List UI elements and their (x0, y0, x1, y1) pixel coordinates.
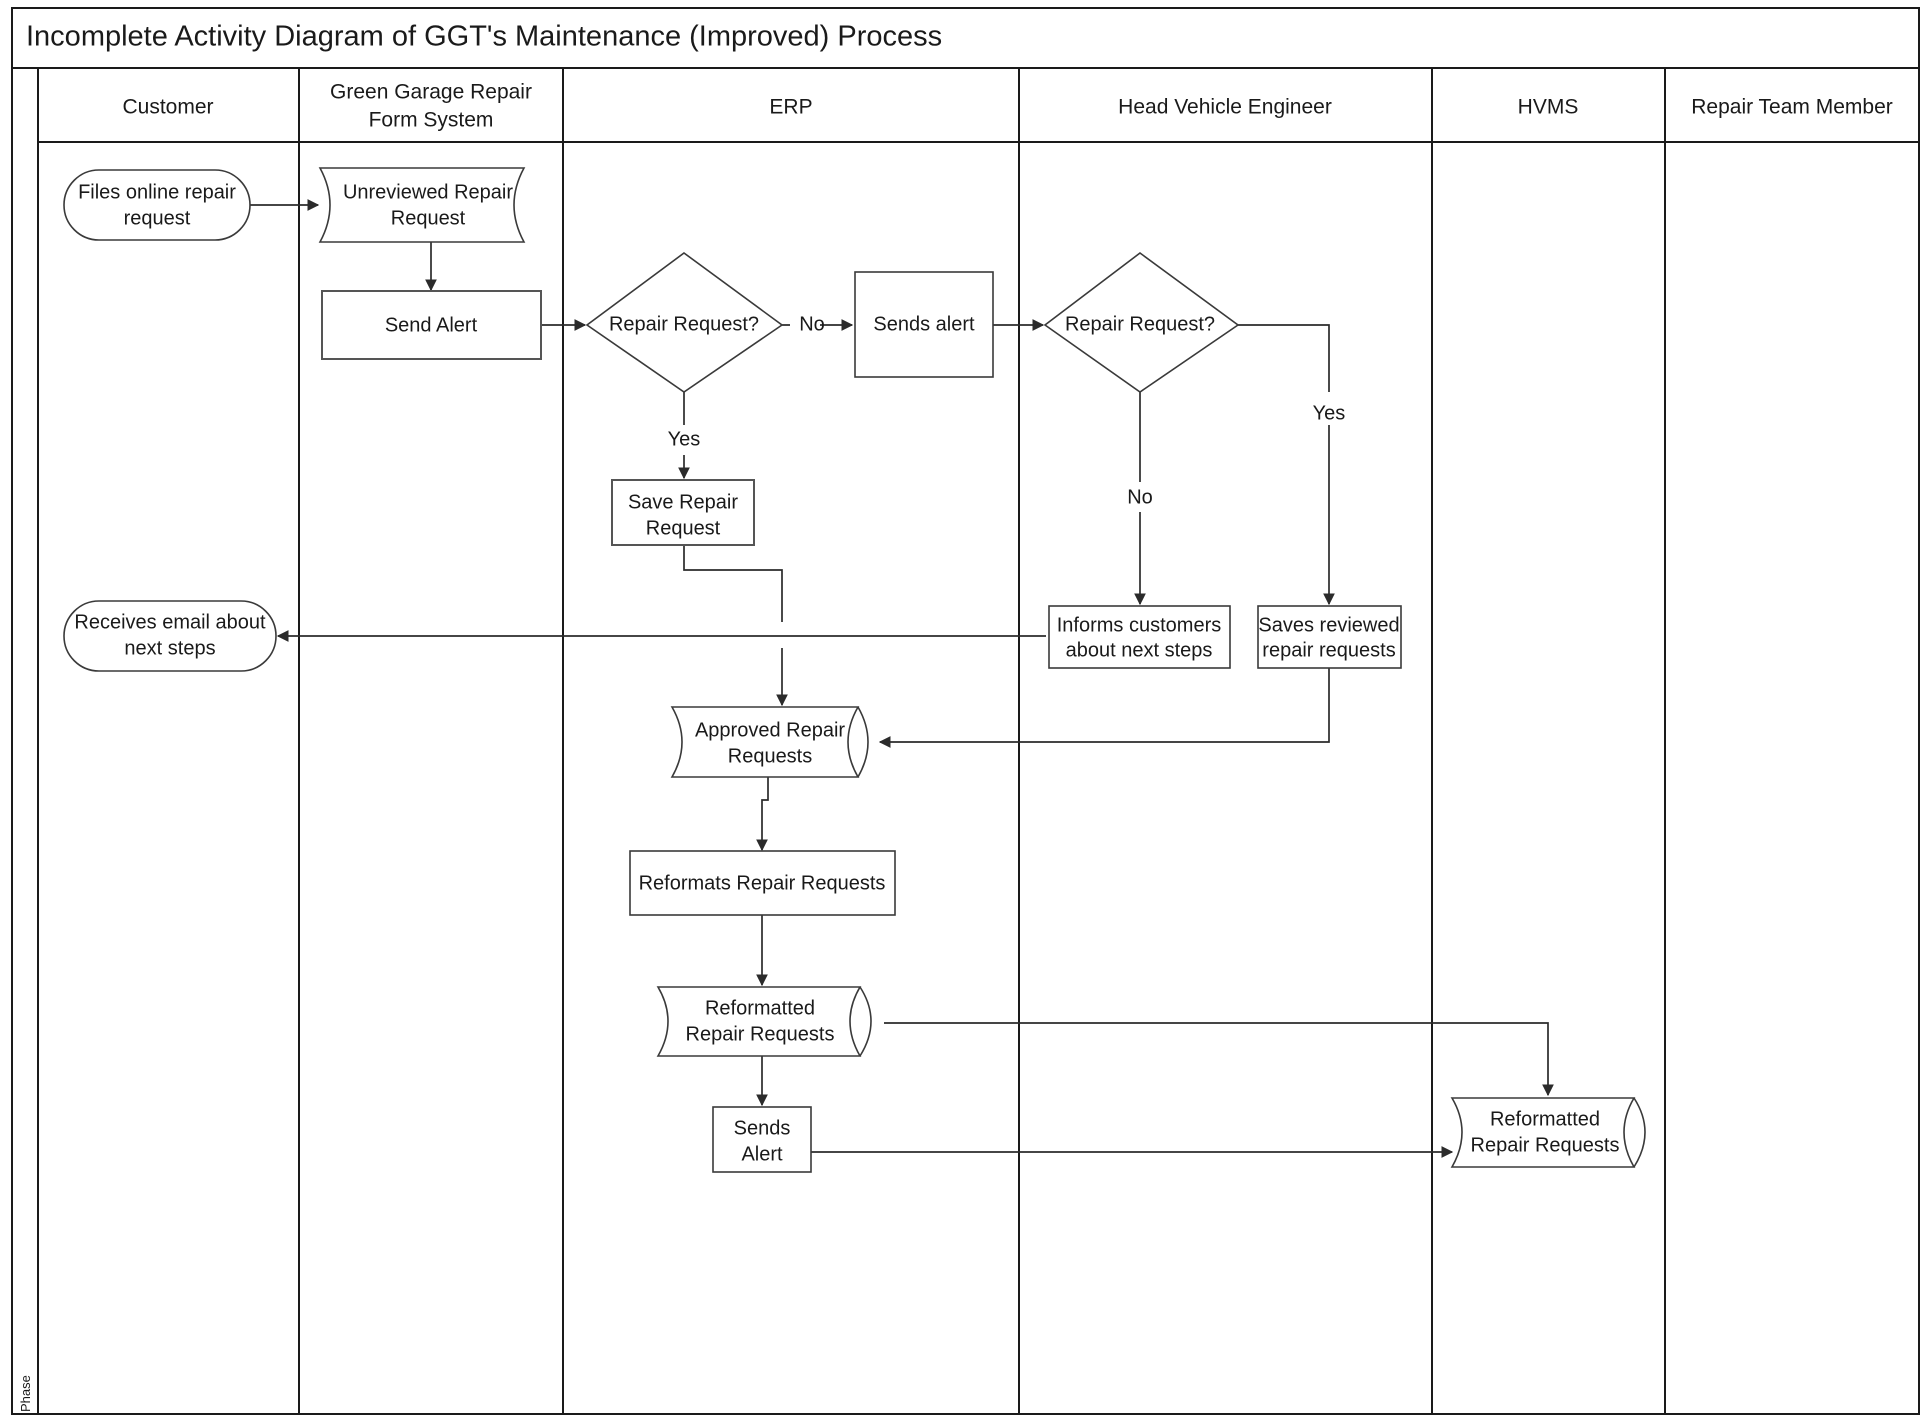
node-repair-request-decision-1[interactable]: Repair Request? (585, 252, 784, 393)
edge-save-to-approved-part1 (683, 545, 783, 622)
edge-q2-yes-upper (1238, 324, 1330, 392)
files-online-repair-request-shape (63, 169, 251, 241)
node-reformatted-repair-requests-erp[interactable]: Reformatted Repair Requests (656, 986, 872, 1057)
page-title: Incomplete Activity Diagram of GGT's Mai… (26, 21, 942, 53)
saves-reviewed-label-line1: Saves reviewed (1258, 614, 1399, 636)
sends-alert-label: Sends alert (873, 313, 975, 335)
sends-alert-shape (854, 271, 994, 378)
reformatted-repair-requests-hvms-fold (1633, 1097, 1646, 1168)
node-sends-alert-2[interactable]: Sends Alert (712, 1106, 812, 1173)
sends-alert-2-shape (712, 1106, 812, 1173)
lane-header-erp: ERP (769, 96, 812, 119)
saves-reviewed-repair-requests-shape (1257, 605, 1402, 669)
save-repair-request-shape (611, 479, 755, 546)
approved-repair-requests-fold (857, 706, 869, 778)
save-repair-request-label-line2: Request (646, 517, 721, 539)
reformatted-repair-requests-hvms-label-line1: Reformatted (1490, 1108, 1600, 1130)
repair-request-decision-2-shape (1043, 252, 1240, 393)
lane-header-form-system-line1: Green Garage Repair (330, 81, 532, 104)
edge-label-q2-yes: Yes (1313, 402, 1346, 424)
lane-header-form-system: Green Garage Repair Form System (330, 81, 532, 132)
reformats-repair-requests-shape (629, 850, 896, 916)
informs-customers-label-line1: Informs customers (1057, 614, 1221, 636)
node-save-repair-request[interactable]: Save Repair Request (611, 479, 755, 546)
edge-saves-to-approved (878, 668, 1330, 748)
unreviewed-repair-request-shape (318, 167, 526, 243)
node-repair-request-decision-2[interactable]: Repair Request? (1043, 252, 1240, 393)
send-alert-label: Send Alert (385, 314, 478, 336)
node-send-alert[interactable]: Send Alert (321, 290, 542, 360)
files-online-repair-request-label-line2: request (124, 207, 191, 229)
approved-repair-requests-label-line2: Requests (728, 745, 813, 767)
node-sends-alert[interactable]: Sends alert (854, 271, 994, 378)
edge-label-q1-no: No (799, 313, 825, 335)
repair-request-decision-2-label: Repair Request? (1065, 313, 1215, 335)
save-repair-request-label-line1: Save Repair (628, 491, 738, 513)
edge-reformatted-to-hvms-store (884, 1022, 1554, 1097)
phase-label: Phase (18, 1375, 33, 1412)
unreviewed-repair-request-label-line2: Request (391, 207, 466, 229)
saves-reviewed-label-line2: repair requests (1262, 639, 1395, 661)
node-receives-email[interactable]: Receives email about next steps (63, 600, 277, 672)
edge-approved-to-reformats (756, 777, 769, 852)
informs-customers-shape (1048, 605, 1231, 669)
receives-email-shape (63, 600, 277, 672)
node-reformats-repair-requests[interactable]: Reformats Repair Requests (629, 850, 896, 916)
repair-request-decision-1-shape (585, 252, 784, 393)
informs-customers-label-line2: about next steps (1066, 639, 1213, 661)
lane-header-form-system-line2: Form System (369, 109, 494, 132)
unreviewed-repair-request-label-line1: Unreviewed Repair (343, 181, 513, 203)
lane-header-head-vehicle-engineer: Head Vehicle Engineer (1118, 96, 1332, 119)
edge-label-q1-yes: Yes (668, 428, 701, 450)
reformatted-repair-requests-erp-fold (859, 986, 872, 1057)
node-reformatted-repair-requests-hvms[interactable]: Reformatted Repair Requests (1450, 1097, 1646, 1168)
reformatted-repair-requests-erp-label-line1: Reformatted (705, 997, 815, 1019)
node-unreviewed-repair-request[interactable]: Unreviewed Repair Request (318, 167, 526, 243)
lane-header-hvms: HVMS (1518, 96, 1579, 119)
reformats-repair-requests-label: Reformats Repair Requests (639, 872, 886, 894)
node-approved-repair-requests[interactable]: Approved Repair Requests (670, 706, 869, 778)
receives-email-label-line1: Receives email about (74, 611, 266, 633)
reformatted-repair-requests-erp-label-line2: Repair Requests (686, 1023, 835, 1045)
approved-repair-requests-label-line1: Approved Repair (695, 719, 845, 741)
repair-request-decision-1-label: Repair Request? (609, 313, 759, 335)
node-saves-reviewed-repair-requests[interactable]: Saves reviewed repair requests (1257, 605, 1402, 669)
diagram-outer-frame (11, 7, 1920, 1415)
lane-header-repair-team-member: Repair Team Member (1691, 96, 1893, 119)
reformatted-repair-requests-hvms-label-line2: Repair Requests (1471, 1134, 1620, 1156)
lane-header-customer: Customer (122, 96, 213, 119)
send-alert-shape (321, 290, 542, 360)
node-informs-customers[interactable]: Informs customers about next steps (1048, 605, 1231, 669)
sends-alert-2-label-line2: Alert (741, 1143, 783, 1165)
edge-label-q2-no: No (1127, 486, 1153, 508)
sends-alert-2-label-line1: Sends (734, 1117, 791, 1139)
files-online-repair-request-label-line1: Files online repair (78, 181, 236, 203)
receives-email-label-line2: next steps (124, 637, 215, 659)
node-files-online-repair-request[interactable]: Files online repair request (63, 169, 251, 241)
